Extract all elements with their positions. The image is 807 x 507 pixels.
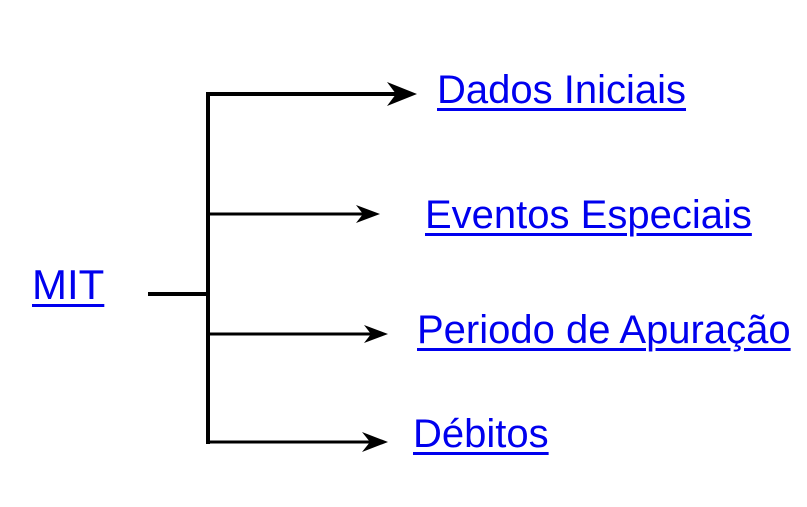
arrowhead-icon-dados-iniciais [387, 82, 417, 106]
node-mit-link[interactable]: MIT [32, 261, 105, 308]
arrowhead-icon-debitos [362, 432, 388, 452]
node-periodo-apuracao-link[interactable]: Periodo de Apuração [417, 308, 791, 352]
node-debitos-link[interactable]: Débitos [413, 412, 549, 456]
node-dados-iniciais-link[interactable]: Dados Iniciais [437, 68, 687, 112]
arrowhead-icon-eventos-especiais [356, 205, 380, 223]
arrowhead-icon-periodo-apuracao [364, 325, 388, 343]
node-eventos-especiais-link[interactable]: Eventos Especiais [425, 193, 752, 237]
